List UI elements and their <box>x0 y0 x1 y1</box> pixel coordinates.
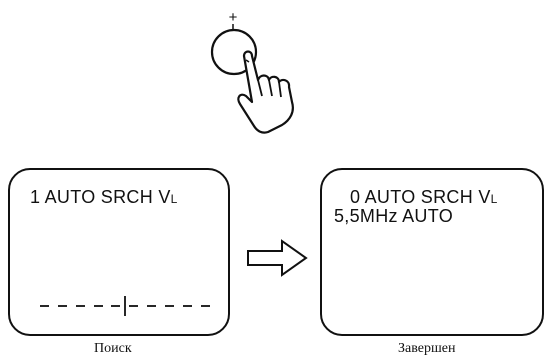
band-label: VL <box>158 187 178 207</box>
mode-label: AUTO SRCH <box>44 187 154 207</box>
sound-system-label: 5,5MHz AUTO <box>334 206 453 226</box>
tv-screen-searching: 1 AUTO SRCH VL <box>8 168 230 336</box>
search-progress-bar <box>40 296 210 316</box>
mode-label: AUTO SRCH <box>364 187 474 207</box>
pressing-hand-icon: + <box>210 9 294 134</box>
band-label: VL <box>478 187 498 207</box>
channel-number: 1 <box>30 187 41 207</box>
tv-screen-completed: 0 AUTO SRCH VL 5,5MHz AUTO <box>320 168 544 336</box>
plus-sign: + <box>229 9 238 26</box>
osd-line-channel: 1 AUTO SRCH VL <box>30 188 178 208</box>
caption-completed: Завершен <box>398 341 456 356</box>
caption-searching: Поиск <box>94 341 132 356</box>
hand-outline <box>237 50 294 134</box>
osd-line-channel: 0 AUTO SRCH VL <box>350 188 498 208</box>
right-arrow-icon <box>247 239 308 277</box>
channel-number: 0 <box>350 187 361 207</box>
